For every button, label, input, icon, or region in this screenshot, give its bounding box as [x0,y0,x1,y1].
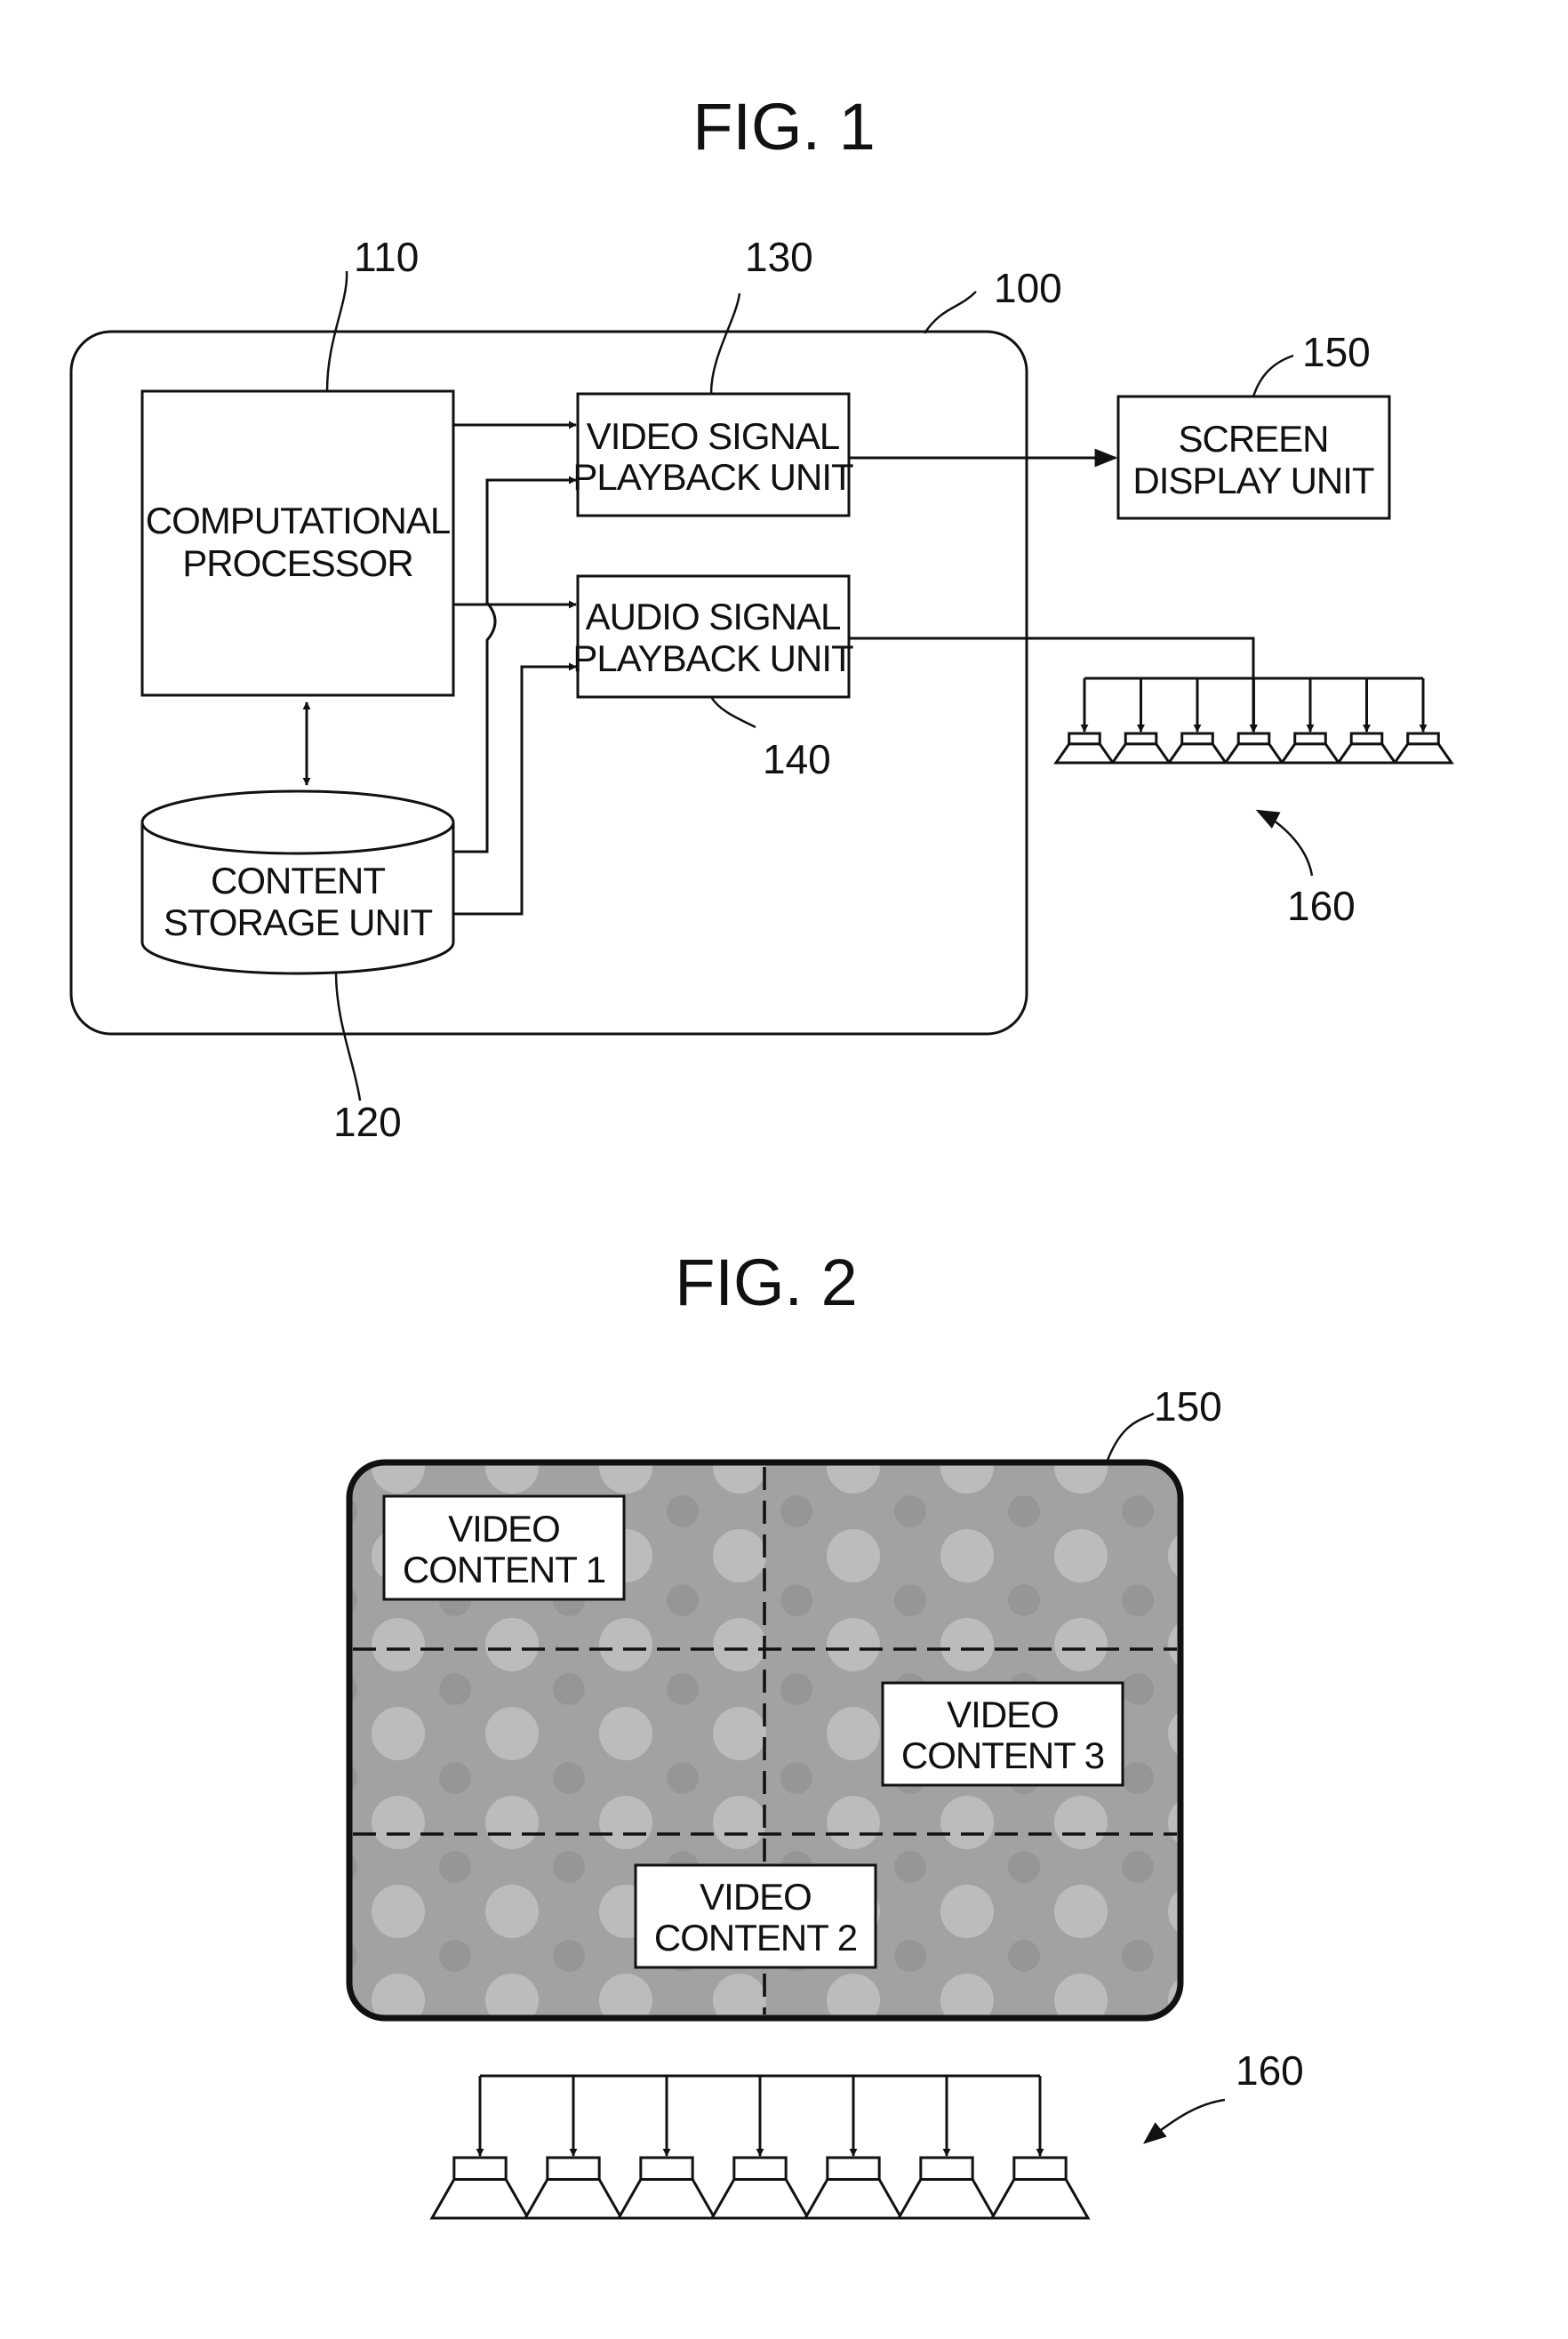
speaker-160-leader-fig1 [1258,811,1312,876]
speaker-array-fig1 [1056,678,1452,763]
fig2-speaker-magnet-3 [641,2158,692,2179]
fig1-speaker-magnet-2 [1125,733,1156,744]
fig2-speaker-cone-6 [899,2179,995,2218]
ref-140: 140 [763,736,831,782]
video-content-2-label-1: VIDEO [700,1876,812,1918]
figure-2-title: FIG. 2 [675,1246,858,1319]
fig2-speaker-magnet-5 [828,2158,879,2179]
video-content-3-label-1: VIDEO [947,1694,1059,1735]
fig1-speaker-cone-1 [1056,744,1113,763]
audio-signal-playback-label-2: PLAYBACK UNIT [572,637,853,679]
fig2-speaker-magnet-1 [454,2158,506,2179]
computational-processor-label-2: PROCESSOR [182,542,412,584]
fig1-speaker-magnet-6 [1351,733,1382,744]
video-130-leader [711,293,740,394]
apparatus-100-leader [924,292,976,333]
video-signal-playback-label-2: PLAYBACK UNIT [572,456,853,498]
ref-100: 100 [994,265,1062,311]
video-content-1-label-1: VIDEO [448,1508,560,1550]
screen-display-label-1: SCREEN [1178,418,1328,460]
video-content-1-label-2: CONTENT 1 [403,1549,605,1590]
fig2-speaker-cone-2 [525,2179,621,2218]
figure-1-title: FIG. 1 [692,90,876,164]
content-storage-cylinder-top [142,791,453,853]
fig1-speaker-cone-7 [1395,744,1452,763]
speaker-160-leader-fig2 [1145,2100,1225,2143]
audio-signal-playback-label-1: AUDIO SIGNAL [586,596,841,637]
video-content-3-label-2: CONTENT 3 [901,1734,1104,1776]
storage-to-audio-arrow [453,667,576,914]
display-150-leader [1253,356,1293,397]
fig2-speaker-magnet-6 [921,2158,972,2179]
ref-160-fig2: 160 [1236,2047,1304,2094]
fig2-speaker-cone-1 [432,2179,528,2218]
fig1-speaker-magnet-7 [1408,733,1439,744]
content-storage-label-1: CONTENT [211,860,385,901]
screen-display-label-2: DISPLAY UNIT [1132,460,1374,501]
fig1-speaker-magnet-5 [1295,733,1326,744]
ref-110: 110 [354,234,419,280]
figure-1: FIG. 1 100 COMPUTATIONAL PROCESSOR 110 C… [71,90,1452,1145]
fig1-speaker-cone-3 [1169,744,1226,763]
storage-120-leader [336,973,360,1101]
audio-140-leader [711,697,756,727]
ref-130: 130 [745,234,813,280]
fig2-speaker-cone-3 [619,2179,715,2218]
fig1-speaker-cone-2 [1113,744,1170,763]
screen-150-leader [1107,1414,1154,1462]
video-content-2-label-2: CONTENT 2 [654,1917,857,1959]
content-storage-label-2: STORAGE UNIT [164,901,433,943]
speaker-array-fig2 [432,2076,1088,2218]
fig1-speaker-cone-6 [1339,744,1396,763]
ref-160-fig1: 160 [1287,883,1356,929]
fig1-speaker-cone-4 [1226,744,1283,763]
fig2-speaker-cone-4 [712,2179,808,2218]
ref-120: 120 [333,1099,402,1145]
fig2-speaker-magnet-7 [1014,2158,1066,2179]
video-signal-playback-label-1: VIDEO SIGNAL [587,415,839,457]
fig1-speaker-magnet-3 [1182,733,1213,744]
fig1-speaker-magnet-1 [1069,733,1100,744]
ref-150: 150 [1302,329,1371,375]
figure-2: FIG. 2 150 VIDEO CONTENT 1 VIDEO CONTENT… [349,1246,1304,2218]
fig2-speaker-cone-7 [992,2179,1088,2218]
fig2-speaker-cone-5 [805,2179,901,2218]
computational-processor-label-1: COMPUTATIONAL [146,500,450,541]
fig2-speaker-magnet-2 [548,2158,599,2179]
fig2-speaker-magnet-4 [734,2158,786,2179]
ref-150-fig2: 150 [1154,1383,1222,1430]
fig1-speaker-magnet-4 [1238,733,1269,744]
fig1-speaker-cone-5 [1282,744,1339,763]
audio-to-speakers-wire [849,638,1253,732]
